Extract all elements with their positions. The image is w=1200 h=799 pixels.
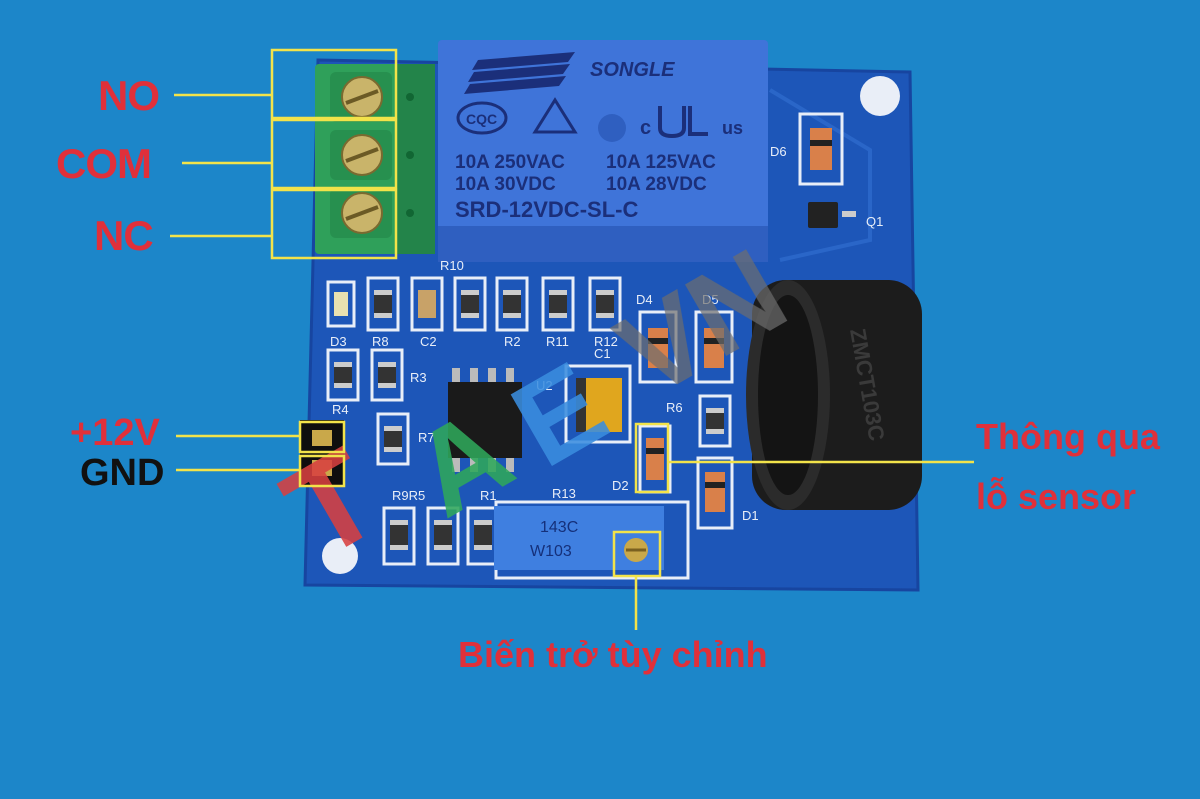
label-c2: C2 <box>420 334 437 349</box>
label-potentiometer: Biến trở tùy chỉnh <box>458 634 768 675</box>
label-d6: D6 <box>770 144 787 159</box>
relay: SONGLE CQC c us 10A 250VAC 10A 125VAC 10… <box>438 40 768 262</box>
label-r12: R12 <box>594 334 618 349</box>
relay-rating-2b: 10A 28VDC <box>606 174 707 195</box>
songle-logo-icon <box>464 52 575 94</box>
label-r8: R8 <box>372 334 389 349</box>
diode-d2 <box>646 438 664 480</box>
label-12v: +12V <box>70 412 160 454</box>
label-through-hole-line1: Thông qua <box>976 416 1160 457</box>
relay-cert-us: us <box>722 118 743 138</box>
warning-triangle-icon <box>532 97 578 134</box>
diode-d6 <box>810 128 832 170</box>
label-d5: D5 <box>702 292 719 307</box>
label-r13: R13 <box>552 486 576 501</box>
mounting-hole <box>860 76 900 116</box>
label-r9r5: R9R5 <box>392 488 425 503</box>
label-r3: R3 <box>410 370 427 385</box>
label-r11: R11 <box>546 334 569 349</box>
label-d4: D4 <box>636 292 653 307</box>
potentiometer: 143C W103 <box>494 500 690 580</box>
label-no: NO <box>98 72 160 119</box>
label-nc: NC <box>94 212 154 259</box>
pot-marking-1: 143C <box>540 519 578 536</box>
label-r4: R4 <box>332 402 349 417</box>
label-d3: D3 <box>330 334 347 349</box>
mounting-hole <box>322 538 358 574</box>
relay-rating-2a: 10A 30VDC <box>455 174 556 195</box>
relay-cert-cqc: CQC <box>466 111 497 127</box>
label-r6: R6 <box>666 400 683 415</box>
diode-d1 <box>705 472 725 512</box>
relay-model: SRD-12VDC-SL-C <box>455 197 638 222</box>
ic-u2 <box>448 368 522 472</box>
screw-terminal-block <box>315 64 435 254</box>
ul-mark-icon <box>658 106 686 139</box>
pot-marking-2: W103 <box>530 543 572 560</box>
smd-row-top <box>326 276 622 332</box>
transistor-q1 <box>808 202 838 228</box>
label-u2: U2 <box>536 378 553 393</box>
label-r2: R2 <box>504 334 521 349</box>
label-r7: R7 <box>418 430 435 445</box>
current-sensor: ZMCT103C <box>746 280 922 510</box>
label-q1: Q1 <box>866 214 883 229</box>
label-c1: C1 <box>594 346 611 361</box>
cqc-mark-icon <box>456 101 508 135</box>
label-through-hole-line2: lỗ sensor <box>976 476 1137 517</box>
label-d1: D1 <box>742 508 759 523</box>
label-r1: R1 <box>480 488 497 503</box>
label-d2: D2 <box>612 478 629 493</box>
label-com: COM <box>56 140 152 187</box>
label-r10: R10 <box>440 258 464 273</box>
relay-rating-1b: 10A 125VAC <box>606 152 716 173</box>
relay-brand: SONGLE <box>590 59 675 81</box>
relay-rating-1a: 10A 250VAC <box>455 152 565 173</box>
callouts <box>170 48 974 630</box>
relay-cert-c: c <box>640 117 651 139</box>
label-gnd: GND <box>80 452 165 494</box>
